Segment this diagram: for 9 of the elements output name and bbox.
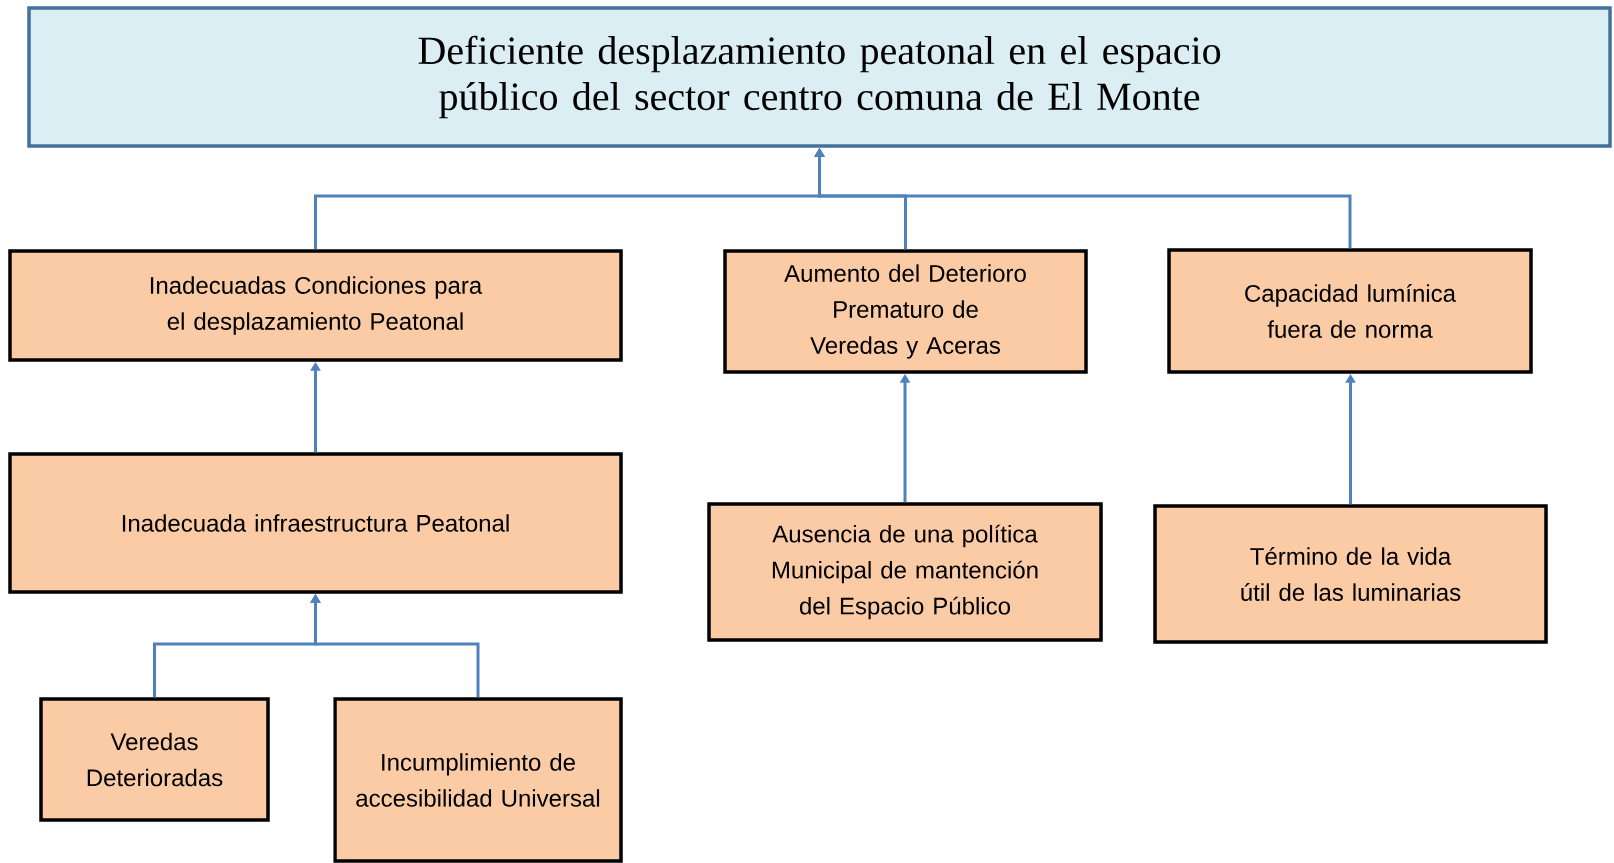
cause-box: Ausencia de una política Municipal de mantención del Espacio Público xyxy=(707,502,1103,642)
title-box: Deficiente desplazamiento peatonal en el espacio público del sector centro comuna de El Monte xyxy=(27,6,1612,148)
cause-box: Aumento del Deterioro Prematuro de Veredas y Aceras xyxy=(723,249,1088,374)
cause-box: Veredas Deterioradas xyxy=(39,697,270,822)
cause-box: Inadecuadas Condiciones para el desplazamiento Peatonal xyxy=(8,249,623,362)
cause-box: Término de la vida útil de las luminarias xyxy=(1153,504,1548,644)
cause-box: Inadecuada infraestructura Peatonal xyxy=(8,452,623,594)
cause-box: Incumplimiento de accesibilidad Universal xyxy=(333,697,623,863)
cause-box: Capacidad lumínica fuera de norma xyxy=(1167,248,1533,374)
